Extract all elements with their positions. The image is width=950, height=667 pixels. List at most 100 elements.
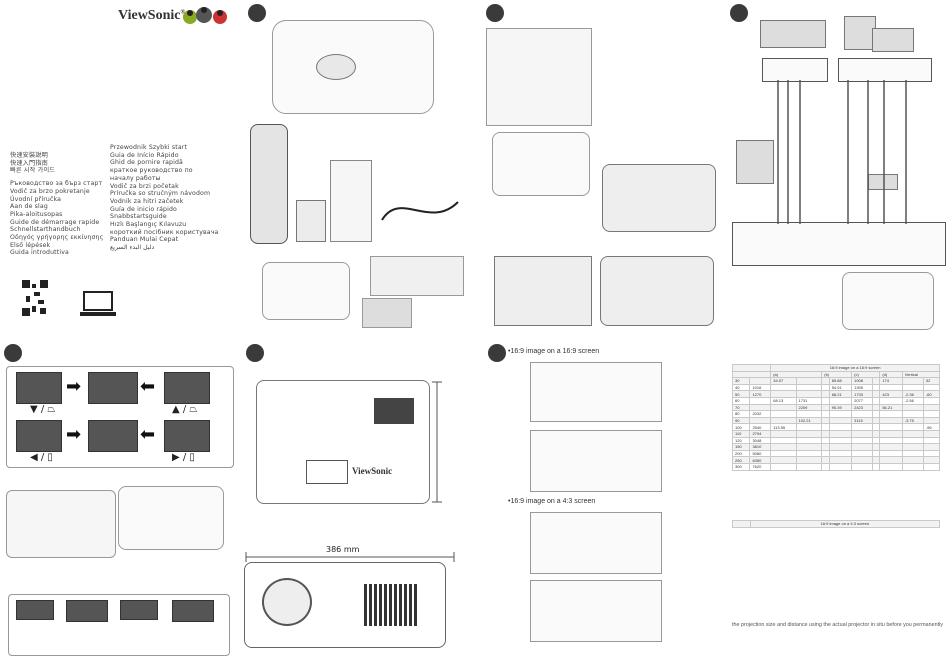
lang-item: краткое руководство по (110, 167, 193, 175)
table-cell: 80 (731, 410, 751, 418)
lang-item: 快速安裝說明 (10, 152, 49, 159)
front-view-grille (364, 584, 418, 626)
keystone-thumb (88, 420, 138, 452)
front-view-lens (262, 578, 312, 626)
table-cell (871, 429, 881, 438)
table-cell (901, 436, 924, 445)
left-arrow-icon: ⬅ (140, 376, 156, 397)
table-cell (821, 383, 830, 392)
table-title: 16:9 image on a 16:9 screen (770, 364, 940, 372)
lang-item: Príručka so stručným návodom (110, 190, 211, 198)
table-cell (828, 410, 853, 418)
table-cell: 102.21 (795, 416, 823, 425)
table-cell (901, 456, 924, 464)
cable-lines (777, 80, 907, 224)
table-cell (770, 416, 797, 425)
table-cell: 70 (731, 403, 751, 412)
left-arrow-icon: ⬅ (140, 424, 156, 445)
table-cell (821, 410, 830, 418)
table-cell (749, 377, 772, 385)
table-header-cell: (a) (770, 370, 823, 379)
table-cell (828, 429, 853, 438)
keystone-thumb (88, 372, 138, 404)
table-cell (749, 403, 772, 412)
table-cell: 1270 (749, 390, 772, 398)
table-cell: 95.39 (828, 403, 853, 412)
table-cell (770, 462, 797, 471)
table-header-cell (731, 370, 772, 379)
table-cell: 32 (922, 377, 941, 385)
table-cell (821, 390, 830, 398)
table-cell (795, 429, 823, 438)
lang-item: Panduan Mulai Cepat (110, 236, 179, 244)
table-cell: 100 (731, 423, 751, 431)
table-cell (828, 396, 853, 405)
table-cell (879, 456, 903, 464)
lang-item: 快速入門指南 (10, 159, 49, 167)
qr-code-icon[interactable] (22, 280, 48, 316)
table-cell: 90 (731, 416, 751, 425)
table-cell (821, 443, 830, 451)
table-cell: 120 (731, 436, 751, 445)
table-cell (871, 449, 881, 458)
table-cell (879, 396, 903, 405)
table-cell (821, 423, 830, 431)
lang-item: Ghid de pornire rapidă (110, 159, 184, 167)
language-list-left: 快速安裝說明 快速入門指南 빠른 시작 가이드 Ръководство за б… (10, 152, 110, 257)
power-port-diagram (486, 28, 592, 126)
lang-item: Snabbstartsguide (110, 213, 167, 221)
table-cell: 1016 (749, 383, 772, 392)
projector-rear-image (842, 272, 934, 330)
table-header-cell: (d) (879, 370, 903, 379)
table-cell: 68.13 (770, 396, 797, 405)
keystone-right-icon: ▶ / ▯ (172, 452, 195, 463)
table-cell: 7620 (749, 462, 772, 471)
table-cell: 1731 (795, 396, 823, 405)
table-cell (749, 396, 772, 405)
table-header-cell: (b) (821, 370, 853, 379)
language-list-right: Przewodnik Szybki start Guia de Início R… (110, 144, 235, 252)
table-header-cell (731, 364, 772, 372)
av-port-box (762, 58, 828, 82)
laptop-icon (80, 291, 116, 316)
table-cell (795, 456, 823, 464)
table-cell: 60 (731, 396, 751, 405)
table-cell (922, 429, 941, 438)
zoom-thumb (16, 600, 54, 620)
table-cell (901, 377, 924, 385)
lang-item: 빠른 시작 가이드 (10, 167, 56, 175)
table-cell (922, 396, 941, 405)
table-cell (901, 429, 924, 438)
lang-item: короткий посібник користувача (110, 228, 219, 236)
top-view-vent (374, 398, 414, 424)
table-cell: 3810 (749, 443, 772, 451)
table-cell: 423 (879, 390, 903, 398)
table-cell (922, 443, 941, 451)
projector-image (272, 20, 434, 114)
spec-table-16-9: 16:9 image on a 16:9 screen (a) (b) (c) … (731, 364, 941, 471)
lang-item: началу работы (110, 174, 161, 182)
step-badge-3 (730, 4, 748, 22)
table-cell (901, 462, 924, 471)
table-cell (795, 443, 823, 451)
lang-item: Úvodní příručka (10, 195, 62, 203)
table-cell: -2.36 (901, 390, 924, 398)
projector-io-panel (732, 222, 946, 266)
table-cell: 1733 (851, 390, 873, 398)
table-cell (795, 390, 823, 398)
keystone-thumb (16, 372, 62, 404)
table-cell (851, 423, 873, 431)
keystone-thumb (164, 420, 210, 452)
table-header-cell: Vertical (901, 370, 941, 379)
table-cell (795, 377, 823, 385)
viewsonic-logo: ViewSonic® (118, 8, 185, 24)
table-cell: 65.88 (828, 377, 853, 385)
table-cell (879, 423, 903, 431)
table-cell (770, 449, 797, 458)
table-cell (821, 456, 830, 464)
table-cell (922, 436, 941, 445)
table-cell: 2077 (851, 396, 873, 405)
